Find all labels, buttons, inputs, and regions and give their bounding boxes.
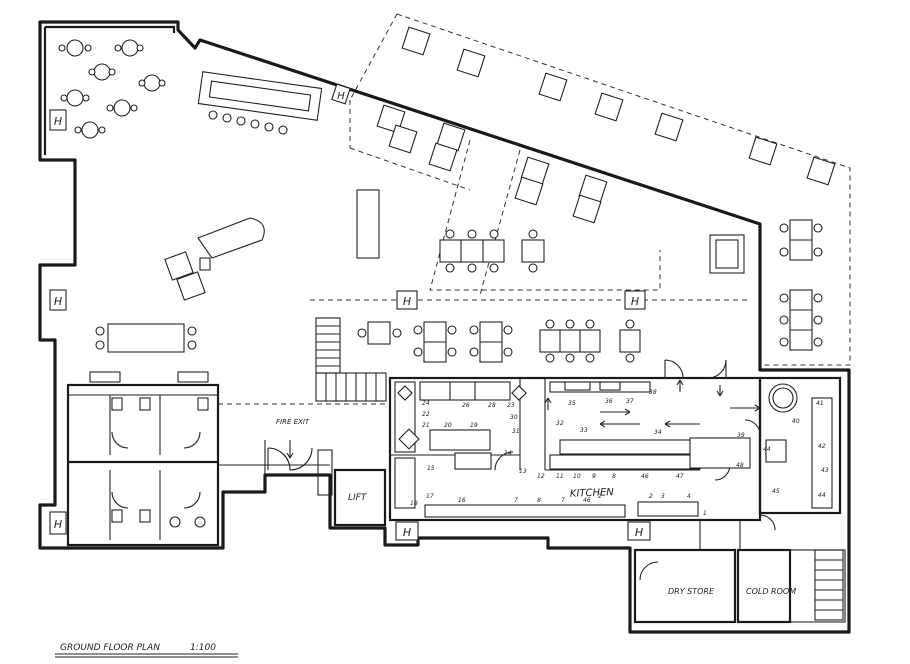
- svg-text:H: H: [54, 295, 62, 308]
- equipment-number: 32: [556, 420, 564, 427]
- equipment-number: 24: [422, 400, 430, 407]
- kitchen-equipment: [394, 234, 833, 518]
- equipment-number: 46: [583, 497, 591, 504]
- serving-island: [356, 189, 380, 259]
- terrace-tables: [401, 26, 836, 351]
- interior-walls: [66, 317, 846, 624]
- equipment-number: 19: [470, 422, 478, 429]
- svg-text:H: H: [337, 91, 345, 102]
- equipment-number: 2: [598, 493, 602, 500]
- equipment-number: 31: [512, 428, 520, 435]
- equipment-number: 36: [605, 398, 613, 405]
- room-label-lift: LIFT: [348, 493, 368, 503]
- equipment-number: 41: [816, 400, 824, 407]
- equipment-number: 4: [687, 493, 691, 500]
- room-label-cold-room: COLD ROOM: [746, 587, 796, 596]
- svg-text:H: H: [54, 115, 62, 128]
- equipment-number: 30: [510, 414, 518, 421]
- equipment-number: 11: [556, 473, 564, 480]
- equipment-number: 33: [580, 427, 588, 434]
- equipment-number: 46: [641, 473, 649, 480]
- outer-walls: [38, 20, 851, 634]
- svg-text:H: H: [635, 526, 643, 539]
- equipment-number: 18: [410, 500, 418, 507]
- plan-title: GROUND FLOOR PLAN: [60, 643, 160, 653]
- doors: [111, 359, 776, 581]
- equipment-number: 38: [649, 389, 657, 396]
- equipment-number: 8: [537, 497, 541, 504]
- svg-text:H: H: [403, 526, 411, 539]
- equipment-number: 43: [821, 467, 829, 474]
- wc-fixtures: [89, 371, 209, 528]
- room-label-fire-exit: FIRE EXIT: [276, 418, 310, 426]
- equipment-number: 16: [458, 497, 466, 504]
- equipment-number: 8: [612, 473, 616, 480]
- equipment-number: 44: [763, 446, 771, 453]
- stair-left: [315, 317, 387, 402]
- equipment-number: 37: [626, 398, 634, 405]
- equipment-number: 10: [573, 473, 581, 480]
- svg-text:H: H: [54, 518, 62, 531]
- room-label-kitchen: KITCHEN: [570, 487, 615, 500]
- room-label-dry-store: DRY STORE: [668, 587, 715, 596]
- equipment-number: 9: [592, 473, 596, 480]
- long-table-lounge: [95, 323, 197, 353]
- equipment-number: 7: [561, 497, 565, 504]
- equipment-number: 13: [519, 468, 527, 475]
- equipment-number: 34: [654, 429, 662, 436]
- equipment-number: 48: [736, 462, 744, 469]
- svg-text:H: H: [403, 295, 411, 308]
- lift-markers: H H H H H H H H: [49, 83, 651, 541]
- lift-marker: [49, 109, 67, 131]
- equipment-number: 26: [462, 402, 470, 409]
- kitchen-circulation-arrows: [286, 379, 761, 459]
- equipment-number: 14: [504, 450, 512, 457]
- equipment-number: 21: [422, 422, 430, 429]
- plan-scale: 1:100: [190, 643, 216, 653]
- equipment-number: 7: [514, 497, 518, 504]
- equipment-number: 15: [427, 465, 435, 472]
- equipment-number: 28: [488, 402, 496, 409]
- equipment-number: 35: [568, 400, 576, 407]
- equipment-number: 23: [507, 402, 515, 409]
- equipment-number: 40: [792, 418, 800, 425]
- equipment-number: 45: [772, 488, 780, 495]
- equipment-number: 3: [661, 493, 665, 500]
- equipment-number: 47: [676, 473, 684, 480]
- piano: [164, 217, 265, 301]
- bar-counter: [197, 71, 323, 135]
- svg-text:H: H: [631, 295, 639, 308]
- stair-right: [814, 549, 844, 621]
- equipment-number: 39: [737, 432, 745, 439]
- equipment-number: 42: [818, 443, 826, 450]
- equipment-number: 12: [537, 473, 545, 480]
- equipment-number: 44: [818, 492, 826, 499]
- terrace-outline: [310, 13, 851, 366]
- plan-title-block: GROUND FLOOR PLAN 1:100: [55, 643, 238, 658]
- equipment-number: 1: [703, 510, 707, 517]
- equipment-number: 20: [444, 422, 452, 429]
- equipment-number: 22: [422, 411, 430, 418]
- equipment-number: 2: [649, 493, 653, 500]
- round-tables-lounge: [58, 39, 166, 139]
- dining-tables: [357, 104, 641, 363]
- equipment-number: 17: [426, 493, 434, 500]
